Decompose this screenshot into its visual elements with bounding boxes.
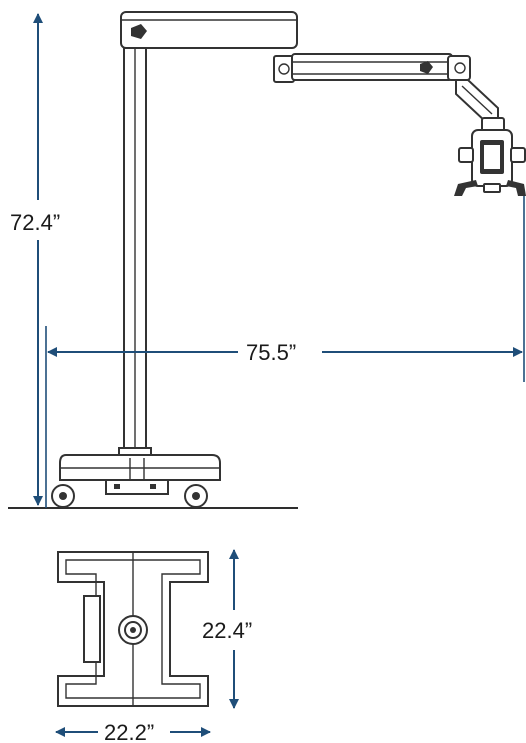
base-width-label: 22.2” [104,720,154,743]
base-width-dimension: 22.2” [55,720,211,743]
pivot-knob [131,24,147,39]
microscope-head [454,117,526,196]
side-view [8,11,526,509]
height-label: 72.4” [10,210,60,235]
arm-end-block [447,55,471,81]
column-mount [118,615,148,645]
front-caster [51,484,75,508]
top-housing [120,11,298,49]
reach-dimension: 75.5” [45,196,525,508]
rear-caster [184,484,208,508]
base-panel [105,479,169,495]
height-dimension: 72.4” [10,12,60,506]
arm-knob [420,61,433,74]
base-top-view [57,551,209,707]
base-depth-label: 22.4” [202,618,252,643]
reach-label: 75.5” [246,340,296,365]
base-depth-dimension: 22.4” [202,549,252,709]
base-side-panel [83,595,101,663]
